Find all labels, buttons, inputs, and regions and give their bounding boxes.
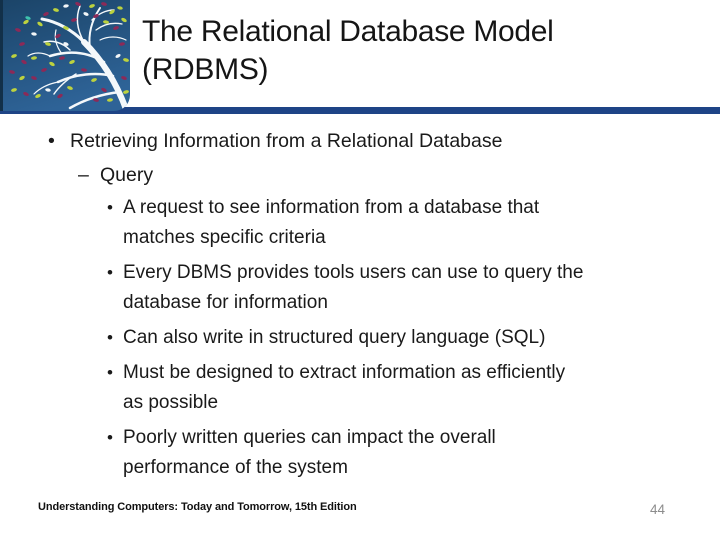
bullet-item: • Can also write in structured query lan…: [0, 323, 690, 353]
bullet-text: A request to see information from a data…: [123, 197, 540, 248]
bullet-list: • Retrieving Information from a Relation…: [0, 126, 690, 488]
bullet-text: Can also write in structured query langu…: [123, 327, 546, 348]
bullet-text: Must be designed to extract information …: [123, 362, 566, 413]
bullet-marker: –: [78, 164, 89, 186]
slide-title: The Relational Database Model (RDBMS): [142, 15, 554, 86]
bullet-marker: •: [107, 198, 113, 217]
bullet-text: Poorly written queries can impact the ov…: [123, 427, 496, 478]
footer-source-text: Understanding Computers: Today and Tomor…: [38, 501, 357, 513]
bullet-marker: •: [107, 428, 113, 447]
bullet-text: Every DBMS provides tools users can use …: [123, 262, 584, 313]
bullet-marker: •: [48, 130, 55, 152]
bullet-text: Retrieving Information from a Relational…: [70, 130, 503, 152]
bullet-item: • Every DBMS provides tools users can us…: [0, 258, 690, 318]
page-number: 44: [650, 502, 666, 517]
tree-leaves: [9, 2, 129, 102]
bullet-marker: •: [107, 263, 113, 282]
tree-artwork-svg: [0, 0, 130, 111]
bullet-item: • Must be designed to extract informatio…: [0, 358, 690, 418]
bullet-item: • Retrieving Information from a Relation…: [0, 126, 690, 157]
bullet-item: • Poorly written queries can impact the …: [0, 423, 690, 483]
header-divider-bar: [0, 107, 720, 114]
slide-header: The Relational Database Model (RDBMS): [0, 0, 720, 120]
bullet-marker: •: [107, 328, 113, 347]
bullet-item: – Query: [0, 160, 690, 191]
bullet-marker: •: [107, 363, 113, 382]
bullet-text: Query: [100, 164, 154, 186]
tree-image: [0, 0, 130, 111]
bullet-item: • A request to see information from a da…: [0, 193, 690, 253]
